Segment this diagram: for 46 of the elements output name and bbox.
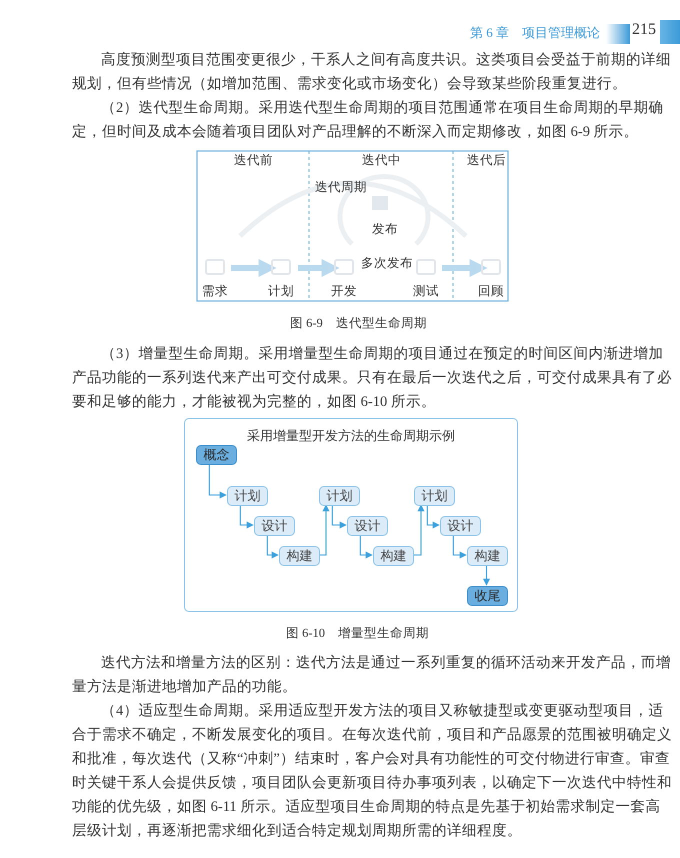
diagram-label: 迭代周期 [315, 179, 367, 196]
figure-caption: 图 6-10 增量型生命周期 [286, 625, 430, 642]
arrow [452, 535, 467, 558]
paragraph: 高度预测型项目范围变更很少，干系人之间有高度共识。这类项目会受益于前期的详细规划，但有些情况（如增加范围、需求变化或市场变化）会导致某些阶段重复进行。 [72, 50, 672, 94]
phase-label: 迭代后 [467, 152, 506, 169]
paragraph: 迭代方法和增量方法的区别：迭代方法是通过一系列重复的循环活动来开发产品，而增量方法是渐进地增加产品的功能。 [72, 654, 672, 697]
process-box: 计划 [227, 486, 268, 506]
arrow [332, 505, 347, 528]
process-box: 设计 [347, 516, 388, 536]
arrow [413, 504, 424, 556]
process-box: 设计 [254, 516, 295, 536]
arrow [240, 505, 254, 528]
paragraph: （4）适应型生命周期。采用适应型开发方法的项目又称敏捷型或变更驱动型项目，适合于需求不确定，不断发展变化的项目。在每次迭代前，项目和产品愿景的范围被明确定义和批准，每次迭代（又称“冲刺”）结束时，客户会对具有功能性的可交付物进行审查。审查时关键干系人会提供反馈，项目团队会更新项目待办事项列表，以确定下一次迭代中特性和功能的优先级，如图 6-11 所示。适应型项目生命周期的特点是先基于初始需求制定一套高层级计划，再逐渐把需求细化到适合特定规划周期所需的详细程度。 [72, 702, 672, 841]
phase-label: 迭代前 [234, 152, 273, 169]
process-box: 构建 [373, 546, 414, 566]
step-label: 需求 [202, 283, 228, 300]
diagram-label: 多次发布 [361, 255, 413, 272]
chapter-heading: 第 6 章 项目管理概论 [470, 24, 600, 42]
process-box: 构建 [279, 546, 320, 566]
arrow [360, 535, 373, 558]
process-box: 计划 [414, 486, 455, 506]
arrow [442, 259, 488, 277]
phase-label: 迭代中 [362, 152, 401, 169]
arrow [483, 565, 490, 586]
step-label: 测试 [413, 283, 439, 300]
step-label: 计划 [268, 283, 294, 300]
figure-caption: 图 6-9 迭代型生命周期 [290, 315, 427, 332]
arrow [298, 259, 340, 277]
diagram-label: 发布 [372, 221, 398, 238]
milestone-box: 收尾 [467, 586, 508, 606]
paragraph: （3）增量型生命周期。采用增量型生命周期的项目通过在预定的时间区间内渐进增加产品功能的一系列迭代来产出可交付成果。只有在最后一次迭代之后，可交付成果具有了必要和足够的能力，才能被视为完整的，如图 6-10 所示。 [72, 344, 672, 412]
paragraph: （2）迭代型生命周期。采用迭代型生命周期的项目范围通常在项目生命周期的早期确定，但时间及成本会随着项目团队对产品理解的不断深入而定期修改，如图 6-9 所示。 [72, 99, 664, 142]
step-label: 回顾 [478, 283, 504, 300]
step-label: 开发 [331, 283, 357, 300]
milestone-box: 概念 [196, 445, 237, 465]
arrow [426, 505, 440, 528]
process-box: 构建 [467, 546, 508, 566]
arrow [266, 535, 279, 558]
process-box: 计划 [319, 486, 360, 506]
arrow [319, 504, 330, 556]
arrow [231, 259, 277, 277]
figure-title: 采用增量型开发方法的生命周期示例 [246, 427, 456, 445]
process-box: 设计 [440, 516, 481, 536]
figure-frame [184, 418, 518, 612]
page-number: 215 [632, 21, 657, 39]
arrow [208, 464, 227, 498]
